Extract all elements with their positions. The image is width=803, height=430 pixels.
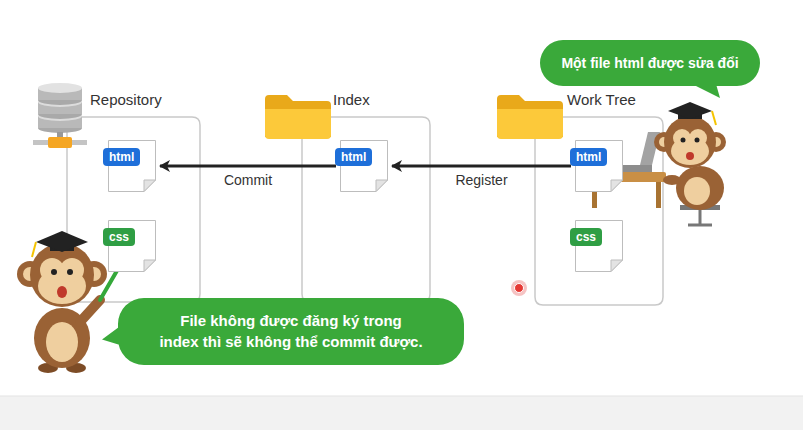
- database-icon: [33, 83, 87, 148]
- area-heading: Repository: [90, 91, 162, 108]
- html-file: html: [108, 140, 156, 192]
- connector: [48, 137, 72, 148]
- belly: [684, 177, 710, 205]
- flow-arrow: [160, 165, 336, 168]
- cursor-halo: [511, 280, 527, 296]
- eye: [67, 269, 73, 275]
- speech-text: File không được đăng ký trong index thì …: [136, 311, 446, 352]
- edge-label: Register: [452, 172, 510, 188]
- area-outline: [535, 117, 663, 305]
- file-tag: css: [570, 228, 602, 246]
- bubble-shape: [118, 298, 464, 365]
- head: [664, 116, 716, 168]
- index-area: Indexhtml: [302, 117, 430, 302]
- folder-icon: [497, 95, 563, 139]
- edge-label: Commit: [221, 172, 275, 188]
- area-outlines: [67, 117, 663, 305]
- page-fold: [376, 180, 388, 192]
- tassel: [32, 242, 36, 257]
- cap-top: [668, 102, 712, 119]
- html-file: html: [340, 140, 388, 192]
- bottom-band: [0, 396, 803, 430]
- eye: [51, 269, 57, 275]
- edge-label-holder: Register: [452, 171, 510, 189]
- band-edge: [0, 396, 803, 397]
- mouth: [686, 152, 694, 160]
- page-fold: [144, 180, 156, 192]
- monkey-at-desk: [654, 102, 726, 225]
- area-heading: Index: [333, 91, 370, 108]
- folder-front: [497, 109, 563, 139]
- cursor-core: [515, 284, 524, 293]
- face: [60, 258, 84, 282]
- file-tag: html: [103, 148, 140, 166]
- speech-bubble: File không được đăng ký trong index thì …: [118, 298, 464, 365]
- page-fold: [144, 260, 156, 272]
- tassel: [712, 111, 716, 125]
- cursor-dot: [511, 280, 527, 296]
- file-tag: html: [335, 148, 372, 166]
- flow-arrow: [392, 165, 571, 168]
- eye: [695, 138, 700, 143]
- area-outline: [302, 117, 430, 302]
- bubble-fill: [540, 40, 760, 98]
- html-file: html: [575, 140, 623, 192]
- desk-leg: [656, 182, 661, 208]
- folder-front: [265, 109, 331, 139]
- edge-label-holder: Commit: [221, 171, 275, 189]
- head: [30, 243, 94, 307]
- area-heading: Work Tree: [567, 91, 636, 108]
- css-file: css: [575, 220, 623, 272]
- css-file: css: [108, 220, 156, 272]
- belly: [46, 322, 78, 362]
- work-tree-area: Work Treehtmlcss: [535, 117, 663, 305]
- disk: [38, 83, 82, 93]
- arm: [80, 300, 100, 322]
- file-tag: html: [570, 148, 607, 166]
- eye: [681, 138, 686, 143]
- arm: [663, 175, 681, 185]
- page-fold: [611, 260, 623, 272]
- face: [673, 129, 691, 147]
- repository-area: Repositoryhtmlcss: [67, 117, 200, 302]
- bubble-fill: [102, 298, 464, 365]
- page-fold: [611, 180, 623, 192]
- folder-icon: [265, 95, 331, 139]
- face: [689, 129, 707, 147]
- mouth: [57, 286, 67, 298]
- cap-top: [36, 231, 88, 252]
- speech-text: Một file html được sửa đổi: [561, 54, 738, 73]
- chair-base: [688, 224, 712, 227]
- body: [676, 166, 724, 210]
- speech-bubble: Một file html được sửa đổi: [540, 40, 760, 86]
- chair-post: [699, 210, 702, 224]
- file-tag: css: [103, 228, 135, 246]
